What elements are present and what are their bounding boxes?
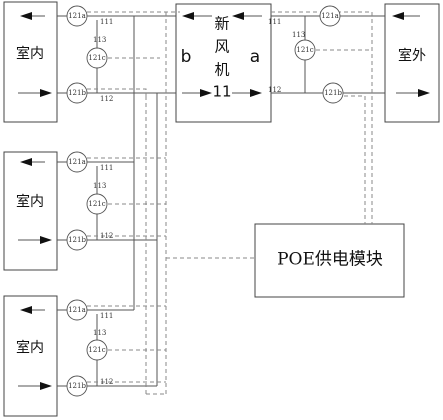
label-112-unit3: 112 (100, 378, 113, 386)
label-113-unit2: 113 (93, 182, 106, 190)
sensor-121b-outdoor (322, 82, 344, 104)
ventilator-char-3: 机 (214, 61, 229, 79)
label-112-unit1: 112 (100, 95, 113, 103)
port-a-label: a (250, 47, 260, 67)
indoor-box-1 (3, 1, 58, 123)
label-111-unit2: 111 (100, 164, 113, 172)
outdoor-box (384, 3, 440, 123)
sensor-121c-unit2 (86, 193, 108, 215)
arrow-vent-b-in (182, 12, 194, 20)
sensor-121b-unit2-label: 121b (68, 236, 86, 244)
sensor-121a-unit1-label: 121a (68, 12, 86, 20)
sensor-121c-unit2-label: 121c (88, 200, 105, 208)
arrow-outdoor-out (418, 89, 430, 97)
port-b-label: b (181, 47, 192, 67)
sensor-121a-unit1 (66, 5, 88, 27)
arrow-out-3 (40, 382, 52, 390)
indoor-label-1: 室内 (16, 45, 44, 62)
sensor-121a-unit3-label: 121a (68, 306, 86, 314)
sensor-121a-unit3 (66, 299, 88, 321)
arrow-outdoor-in (392, 12, 404, 20)
label-111-outdoor: 111 (268, 18, 281, 26)
arrow-vent-b-out (200, 89, 212, 97)
ventilator-char-1: 新 (214, 15, 229, 33)
indoor-label-2: 室内 (16, 193, 44, 210)
sensor-121c-outdoor-label: 121c (296, 46, 313, 54)
indoor-box-3 (3, 295, 58, 417)
label-113-unit1: 113 (93, 36, 106, 44)
sensor-121a-outdoor-label: 121a (321, 12, 339, 20)
label-113-unit3: 113 (93, 329, 106, 337)
arrow-vent-a-in (232, 12, 244, 20)
sensor-121b-outdoor-label: 121b (324, 89, 342, 97)
arrow-out-1 (40, 89, 52, 97)
arrow-in-3 (20, 306, 32, 314)
label-111-unit3: 111 (100, 312, 113, 320)
sensor-121b-unit3 (66, 375, 88, 397)
wire-unit1-b (87, 88, 147, 96)
arrow-out-2 (40, 236, 52, 244)
arrow-vent-a-out (250, 89, 262, 97)
sensor-121c-unit1 (86, 47, 108, 69)
sensor-121b-unit3-label: 121b (68, 382, 86, 390)
label-111-unit1: 111 (100, 18, 113, 26)
label-112-outdoor: 112 (268, 86, 281, 94)
poe-module-label: POE供电模块 (277, 250, 383, 270)
sensor-121a-unit2 (66, 151, 88, 173)
sensor-121a-outdoor (319, 5, 341, 27)
indoor-box-2 (3, 151, 58, 271)
ventilator-char-2: 风 (214, 38, 229, 56)
label-112-unit2: 112 (100, 232, 113, 240)
sensor-121c-unit1-label: 121c (88, 54, 105, 62)
label-113-outdoor: 113 (292, 31, 305, 39)
ventilator-char-4: 11 (212, 83, 231, 101)
sensor-121b-unit1-label: 121b (68, 89, 86, 97)
sensor-121c-unit3 (86, 339, 108, 361)
sensor-121b-unit1 (66, 82, 88, 104)
arrow-in-1 (20, 12, 32, 20)
sensor-121a-unit2-label: 121a (68, 158, 86, 166)
sensor-121c-unit3-label: 121c (88, 346, 105, 354)
arrow-in-2 (20, 158, 32, 166)
sensor-121b-unit2 (66, 229, 88, 251)
indoor-label-3: 室内 (16, 339, 44, 356)
poe-module-box (254, 223, 405, 298)
sensor-121c-outdoor (294, 39, 316, 61)
outdoor-label: 室外 (398, 47, 426, 64)
ventilator-box (175, 3, 272, 123)
